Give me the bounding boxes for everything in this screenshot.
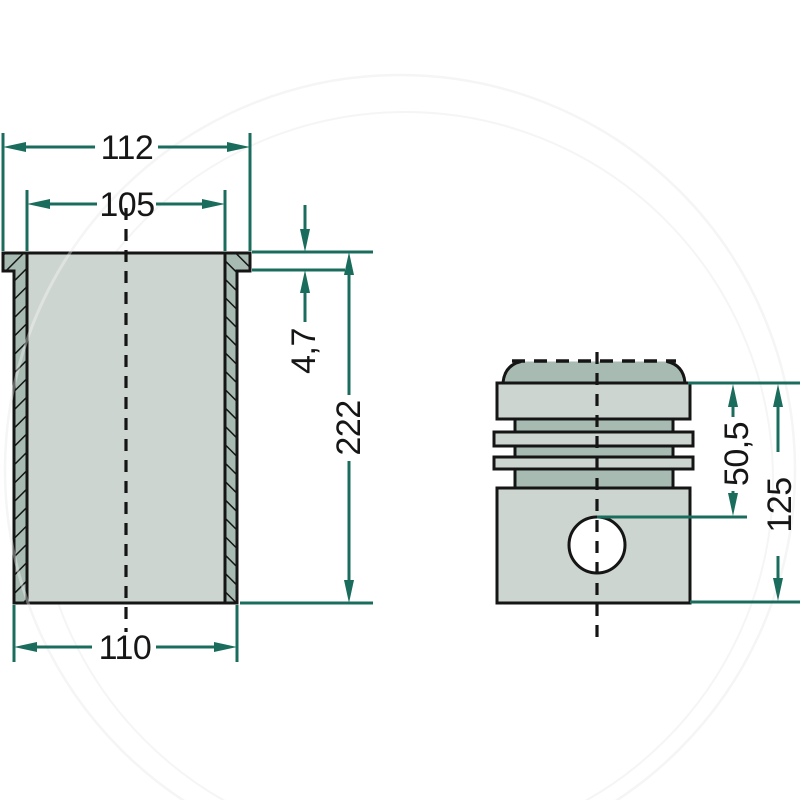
arrow-down — [344, 580, 354, 603]
arrow-up — [300, 270, 310, 293]
arrow-left — [27, 199, 50, 209]
dim-label-50-5: 50,5 — [718, 422, 756, 486]
dim-label-4-7: 4,7 — [285, 328, 323, 374]
dim-label-112: 112 — [101, 129, 154, 167]
arrow-right — [214, 642, 237, 652]
arrow-up — [728, 384, 738, 407]
dimension-liner-od: 110 — [12, 605, 239, 667]
watermark-overlay-arc — [3, 73, 797, 800]
piston-ring-2 — [492, 455, 695, 471]
dimension-piston-compression-height: 50,5 — [597, 384, 756, 519]
liner-right-wall-hatching — [225, 253, 250, 603]
arrow-right — [227, 142, 250, 152]
dimension-liner-length: 222 — [240, 252, 373, 605]
piston-figure — [492, 352, 695, 645]
cylinder-liner-figure — [1, 208, 252, 632]
watermark-circle-outer — [3, 73, 797, 800]
dimension-piston-length: 125 — [688, 381, 800, 604]
piston-groove-3 — [513, 467, 675, 490]
piston-crown-dome — [503, 361, 685, 383]
dim-label-222: 222 — [330, 400, 368, 455]
dim-label-125: 125 — [761, 477, 799, 532]
dimension-liner-bore: 105 — [25, 186, 227, 251]
arrow-down — [728, 493, 738, 516]
arrow-down — [300, 229, 310, 252]
piston-groove-2 — [513, 444, 675, 459]
dimension-liner-flange-od: 112 — [1, 129, 252, 251]
arrow-up — [773, 384, 783, 407]
dimension-liner-flange-thickness: 4,7 — [252, 205, 373, 374]
piston-groove-1 — [513, 417, 675, 434]
arrow-left — [14, 642, 37, 652]
liner-left-wall-hatching — [3, 253, 27, 603]
arrow-right — [202, 199, 225, 209]
arrow-down — [773, 578, 783, 601]
arrow-left — [3, 142, 26, 152]
piston-ring-1 — [492, 430, 695, 448]
arrow-up — [344, 252, 354, 275]
dim-label-105: 105 — [99, 186, 154, 224]
dim-label-110: 110 — [99, 629, 152, 667]
piston-top-land — [495, 381, 692, 421]
